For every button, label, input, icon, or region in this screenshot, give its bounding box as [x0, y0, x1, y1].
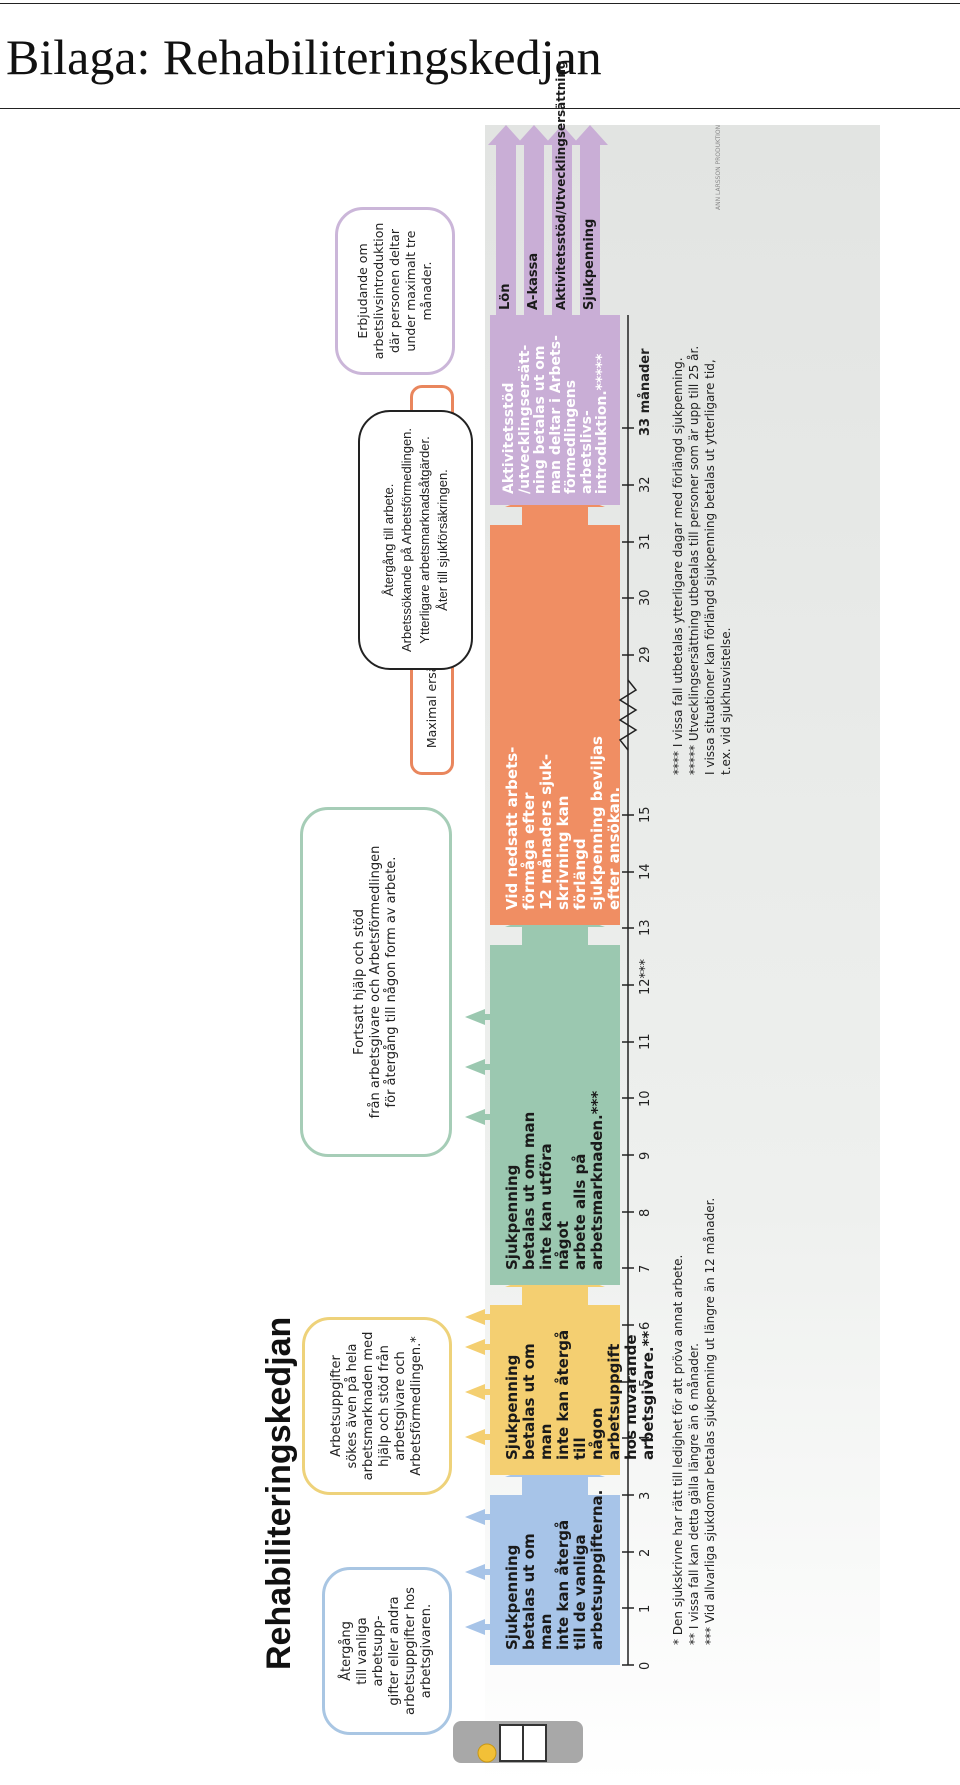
band-lilac-text: Aktivitetsstöd /utvecklingsersätt- ning …: [501, 335, 610, 494]
band-orange-text: Vid nedsatt arbets- förmåga efter 12 mån…: [503, 736, 623, 910]
tick-label: 33 månader: [638, 348, 653, 437]
tick-label: 32: [638, 476, 653, 493]
outcome-label-aktivitetsstod: Aktivitetsstöd/Utvecklingsersättning: [554, 60, 568, 311]
outcome-arrows: [488, 125, 608, 315]
outcome-label-a-kassa: A-kassa: [526, 252, 541, 310]
tick-label: 7: [638, 1264, 653, 1273]
tick-label: 10: [638, 1090, 653, 1107]
rehabilitation-chain-figure: Rehabiliteringskedjan Återgång till vanl…: [260, 61, 880, 1785]
tick-label: 3: [638, 1491, 653, 1500]
tick-label: 29: [638, 646, 653, 663]
outcome-box-text-holder: [362, 146, 497, 411]
timeline-ticks: [622, 427, 634, 1666]
figure-canvas: Rehabiliteringskedjan Återgång till vanl…: [260, 61, 880, 1785]
band-green-fill: [490, 945, 620, 1285]
tick-label: 2: [638, 1548, 653, 1557]
tick-label: 30: [638, 589, 653, 606]
page-header: Bilaga: Rehabiliteringskedjan: [0, 0, 960, 112]
person-icon: [453, 1721, 583, 1763]
tick-label: 6: [638, 1321, 653, 1330]
bands-svg: [465, 125, 638, 1666]
page-title: Bilaga: Rehabiliteringskedjan: [6, 29, 602, 85]
tick-label: 31: [638, 533, 653, 550]
up-arrows-blue: [465, 1509, 490, 1635]
tick-label: 4: [638, 1434, 653, 1443]
band-green-text: Sjukpenning betalas ut om man inte kan u…: [503, 1090, 606, 1270]
outcome-label-sjukpenning: Sjukpenning: [582, 218, 597, 310]
footnotes-left: * Den sjukskrivne har rätt till ledighet…: [671, 1197, 717, 1645]
tick-label: 11: [638, 1033, 653, 1050]
tick-label: 14: [638, 863, 653, 880]
timeline-break: [618, 679, 638, 751]
info-box-outcomes-visible: Återgång till arbete. Arbetssökande på A…: [358, 410, 473, 670]
tick-label: 12***: [638, 958, 653, 995]
tick-label: 1: [638, 1604, 653, 1613]
tick-label: 15: [638, 806, 653, 823]
tick-label: 9: [638, 1151, 653, 1160]
band-orange-fill: [490, 525, 620, 925]
tick-label: 8: [638, 1208, 653, 1217]
tick-label: 5: [638, 1378, 653, 1387]
header-top-rule: [0, 3, 960, 4]
header-bottom-rule: [0, 108, 960, 109]
up-arrows-yellow: [465, 1309, 490, 1445]
figure-credit: ANN LARSSON PRODUKTION: [715, 124, 722, 210]
tick-label: 0: [638, 1661, 653, 1670]
tick-label: 13: [638, 919, 653, 936]
band-lilac-fill: [490, 315, 620, 505]
outcome-label-lon: Lön: [498, 283, 513, 310]
footnotes-right: **** I vissa fall utbetalas ytterligare …: [671, 345, 733, 775]
band-yellow-fill: [490, 1305, 620, 1475]
outcomes-box-wrap: Återgång till arbete. Arbetssökande på A…: [358, 410, 473, 670]
band-blue-text: Sjukpenning betalas ut om man inte kan å…: [503, 1489, 606, 1650]
band-blue-fill: [490, 1495, 620, 1665]
up-arrows-green: [465, 1009, 490, 1125]
